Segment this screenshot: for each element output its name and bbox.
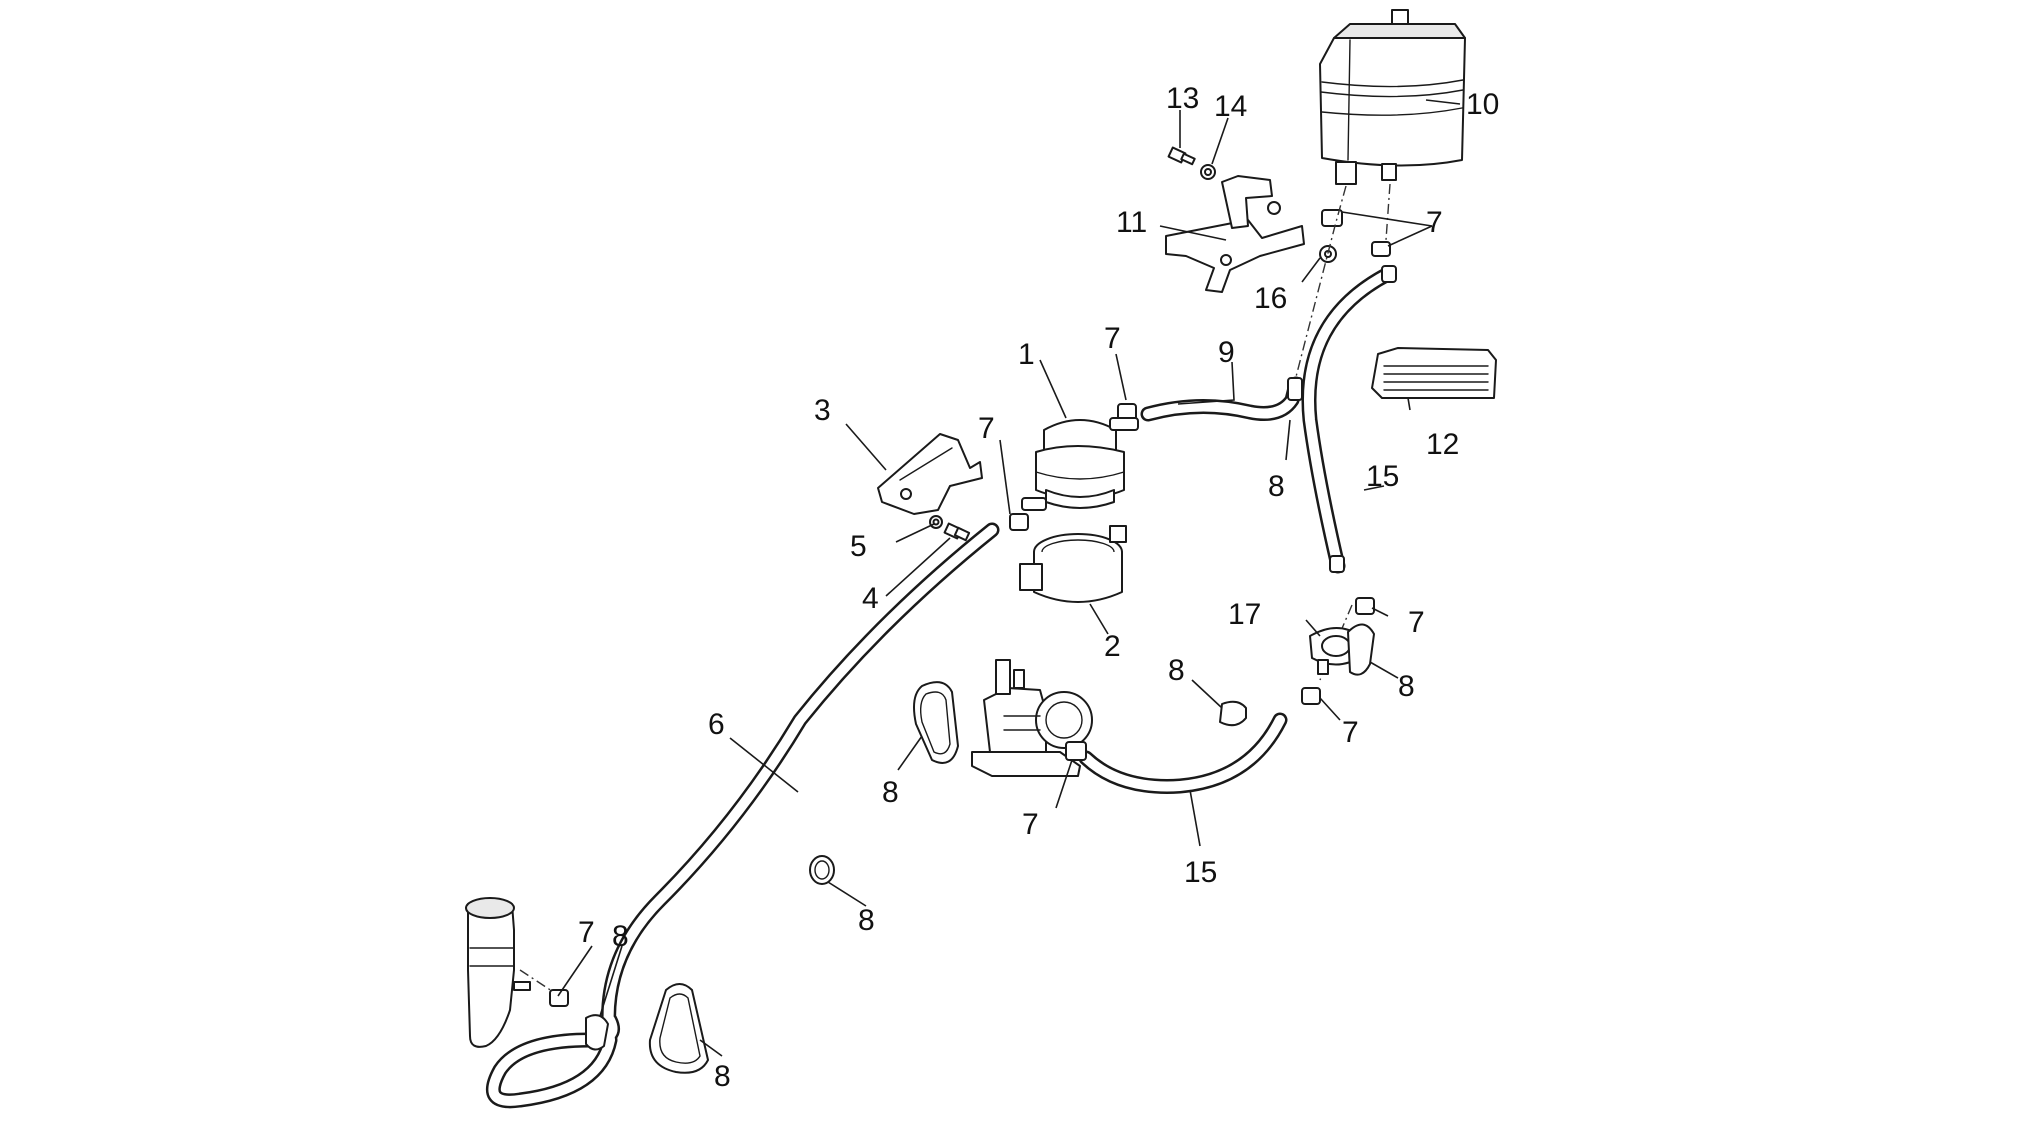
label-8-d-shape: 8 (714, 1060, 731, 1093)
washer-14 (1200, 164, 1216, 180)
clamp-7-filter (1009, 513, 1029, 531)
label-15-lower: 15 (1184, 856, 1217, 889)
label-15-upper: 15 (1366, 460, 1399, 493)
clamp-7-canister-a (1321, 209, 1343, 227)
label-11: 11 (1116, 206, 1147, 239)
clamp-7-valve-top (1355, 597, 1375, 615)
canister (1319, 9, 1466, 185)
label-16: 16 (1254, 282, 1287, 315)
label-7-hose9: 7 (1104, 322, 1121, 355)
leader-lines (557, 99, 1461, 1057)
label-5: 5 (850, 530, 867, 563)
seal-8-throttle (913, 681, 959, 764)
strap-2 (1019, 525, 1127, 603)
label-6: 6 (708, 708, 725, 741)
clamp-7-throttle (1065, 741, 1087, 761)
seal-8-lower (809, 855, 835, 885)
label-7-valve-top: 7 (1408, 606, 1425, 639)
bolt-13 (1167, 146, 1196, 166)
seal-8-middle (1219, 700, 1247, 727)
label-8-valve: 8 (1398, 670, 1415, 703)
label-1: 1 (1018, 338, 1035, 371)
clamp-7-filler (549, 989, 569, 1007)
label-8-middle: 8 (1168, 654, 1185, 687)
seal-8-d-shape (648, 983, 709, 1074)
canister-bracket (1165, 175, 1305, 293)
seal-8-valve (1347, 623, 1375, 676)
throttle-body (971, 659, 1093, 777)
hose-9 (1140, 376, 1304, 422)
filler-neck (465, 897, 531, 1048)
clamp-7-valve-bottom (1301, 687, 1321, 705)
label-2: 2 (1104, 630, 1121, 663)
label-7-valve-bottom: 7 (1342, 716, 1359, 749)
bolt-4 (943, 522, 971, 542)
hose-15-lower (1078, 712, 1288, 794)
washer-5 (929, 515, 943, 529)
label-10: 10 (1466, 88, 1499, 121)
washer-16 (1319, 245, 1337, 263)
label-14: 14 (1214, 90, 1247, 123)
seal-8-filler (585, 1014, 609, 1051)
guard-12 (1371, 347, 1497, 399)
filter-1 (1021, 417, 1139, 511)
label-9: 9 (1218, 336, 1235, 369)
hose-6 (485, 522, 1000, 1109)
bracket-3 (877, 433, 983, 515)
label-8-filler: 8 (612, 920, 629, 953)
label-3: 3 (814, 394, 831, 427)
label-7-filter: 7 (978, 412, 995, 445)
label-13: 13 (1166, 82, 1199, 115)
clamp-7-canister-b (1371, 241, 1391, 257)
label-7-throttle: 7 (1022, 808, 1039, 841)
label-8-lower: 8 (858, 904, 875, 937)
label-8-hose9: 8 (1268, 470, 1285, 503)
label-8-throttle: 8 (882, 776, 899, 809)
hose-15-upper (1301, 265, 1397, 574)
label-4: 4 (862, 582, 879, 615)
label-7-filler: 7 (578, 916, 595, 949)
label-12: 12 (1426, 428, 1459, 461)
label-7-canister: 7 (1426, 206, 1443, 239)
label-17: 17 (1228, 598, 1261, 631)
